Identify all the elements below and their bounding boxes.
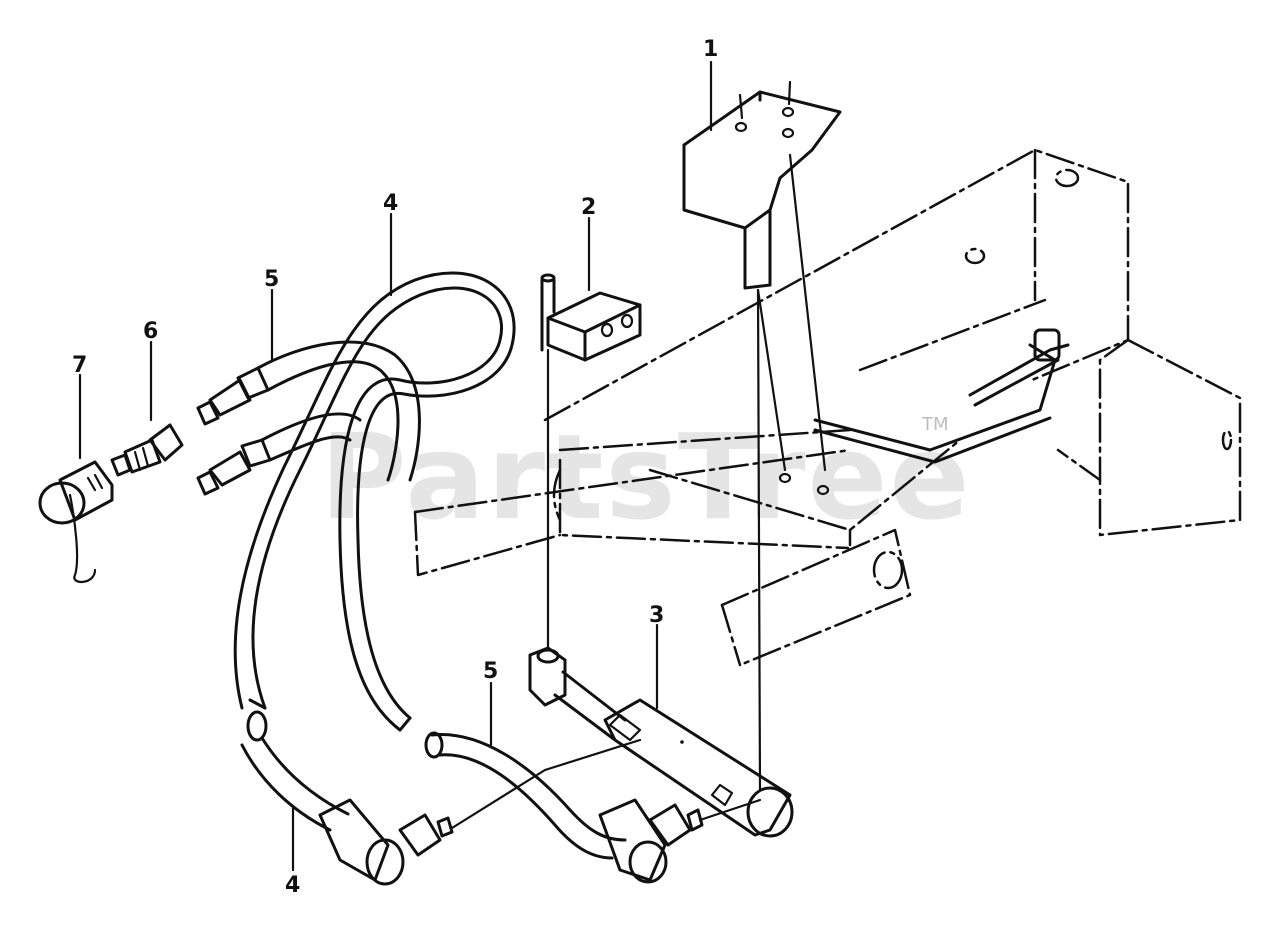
part-4-hose-upper (233, 271, 516, 832)
part-5-hose-upper (196, 340, 421, 496)
callout-5-lower: 5 (483, 659, 498, 684)
part-4-hose-lower-fitting (318, 768, 547, 886)
part-3-hydraulic-cylinder (528, 288, 794, 838)
lift-rod (813, 328, 1070, 464)
callout-2: 2 (581, 195, 596, 220)
part-6-coupler (110, 423, 184, 477)
part-2-pivot-block (540, 273, 642, 652)
trademark-mark: TM (921, 414, 949, 435)
part-7-dust-cap (38, 460, 114, 583)
callout-3: 3 (649, 603, 664, 628)
callout-1: 1 (703, 37, 718, 62)
part-1-lift-bracket (682, 80, 842, 496)
callouts: 1 2 3 4 4 5 5 6 7 (72, 37, 718, 898)
callout-4-upper: 4 (383, 191, 398, 216)
callout-7: 7 (72, 353, 87, 378)
tractor-frame-phantom (413, 148, 1242, 667)
callout-6: 6 (143, 319, 158, 344)
callout-4-lower: 4 (285, 873, 300, 898)
callout-5-upper: 5 (264, 267, 279, 292)
leader-lines (78, 60, 713, 872)
part-5-hose-lower (424, 731, 762, 884)
watermark-text: PartsTree (320, 408, 972, 546)
